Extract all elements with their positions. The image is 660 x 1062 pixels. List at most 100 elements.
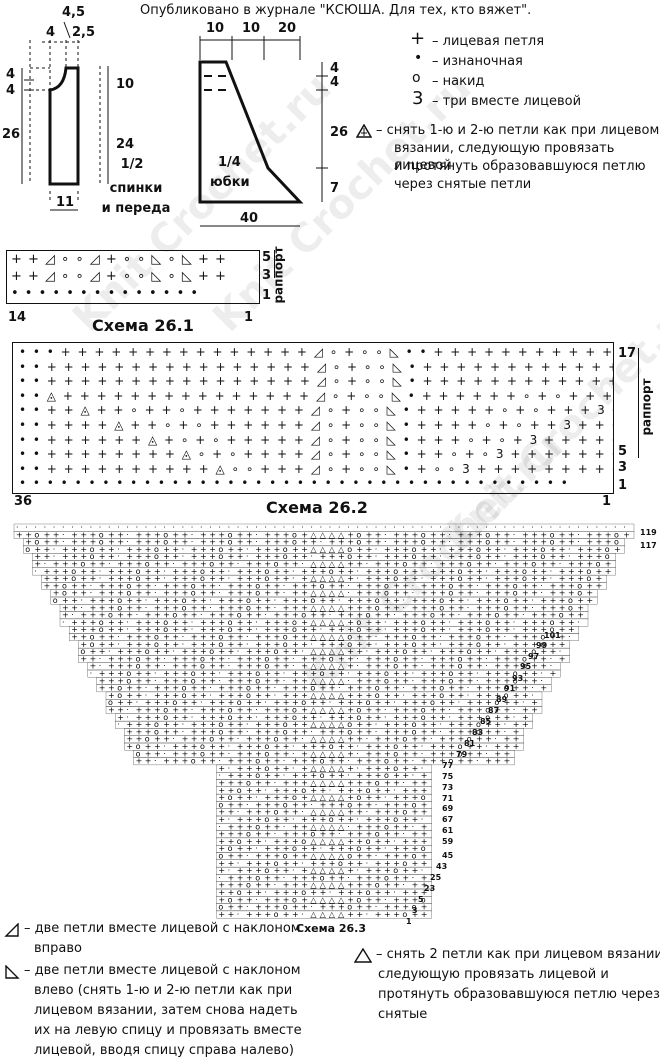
chart-cell: + bbox=[329, 625, 336, 634]
chart-cell: · bbox=[292, 764, 295, 773]
chart-cell: + bbox=[504, 757, 511, 766]
chart-cell: · bbox=[200, 523, 203, 532]
chart-cell: o bbox=[310, 830, 315, 839]
chart-cell: + bbox=[338, 873, 345, 882]
chart-cell: + bbox=[246, 647, 253, 656]
chart-cell: + bbox=[218, 611, 225, 620]
chart-cell: + bbox=[283, 837, 290, 846]
chart-cell: · bbox=[540, 669, 543, 678]
chart-cell: + bbox=[99, 589, 106, 598]
chart-cell: + bbox=[62, 552, 69, 561]
chart-cell: + bbox=[522, 545, 529, 554]
chart-cell: · bbox=[402, 603, 405, 612]
row-number: 75 bbox=[442, 772, 454, 781]
chart-cell: · bbox=[274, 881, 277, 890]
chart-cell: + bbox=[329, 903, 336, 912]
chart-cell: + bbox=[522, 713, 529, 722]
chart-cell: + bbox=[191, 691, 198, 700]
chart-cell: + bbox=[329, 713, 336, 722]
chart-cell: + bbox=[384, 800, 391, 809]
chart-cell: · bbox=[375, 640, 378, 649]
chart-cell: + bbox=[347, 764, 354, 773]
chart-cell: + bbox=[476, 538, 483, 547]
chart-cell: + bbox=[458, 603, 465, 612]
chart-cell: + bbox=[421, 873, 428, 882]
chart-cell: · bbox=[237, 910, 240, 919]
chart-cell: + bbox=[568, 530, 575, 539]
chart-cell: + bbox=[338, 698, 345, 707]
chart-cell: + bbox=[108, 530, 115, 539]
chart-cell: · bbox=[228, 749, 231, 758]
chart-cell: + bbox=[283, 603, 290, 612]
chart-cell: · bbox=[439, 727, 442, 736]
chart-cell: + bbox=[412, 881, 419, 890]
scheme-title: Схема 26.2 bbox=[266, 498, 368, 517]
chart-cell: + bbox=[292, 552, 299, 561]
chart-cell: + bbox=[255, 611, 262, 620]
chart-cell: + bbox=[136, 596, 143, 605]
chart-cell: + bbox=[99, 640, 106, 649]
chart-cell: + bbox=[366, 618, 373, 627]
chart-cell: · bbox=[448, 523, 451, 532]
chart-cell: △ bbox=[338, 560, 345, 569]
chart-cell: · bbox=[393, 888, 396, 897]
chart-cell: · bbox=[540, 589, 543, 598]
chart-cell: · bbox=[439, 720, 442, 729]
chart-cell: + bbox=[366, 822, 373, 831]
row-number: 85 bbox=[480, 717, 492, 726]
chart-cell: + bbox=[117, 713, 124, 722]
chart-cell: + bbox=[366, 669, 373, 678]
chart-cell: + bbox=[264, 530, 271, 539]
chart-cell: o bbox=[375, 684, 380, 693]
chart-cell: + bbox=[329, 757, 336, 766]
chart-cell: + bbox=[255, 633, 262, 642]
chart-cell: o bbox=[255, 757, 260, 766]
chart-cell: + bbox=[504, 654, 511, 663]
chart-cell: o bbox=[25, 545, 30, 554]
chart-cell: + bbox=[310, 815, 317, 824]
chart-cell: + bbox=[421, 800, 428, 809]
chart-cell: + bbox=[237, 669, 244, 678]
chart-cell: + bbox=[191, 654, 198, 663]
chart-cell: + bbox=[218, 618, 225, 627]
chart-cell: + bbox=[301, 830, 308, 839]
chart-cell: + bbox=[163, 552, 170, 561]
chart-cell: + bbox=[145, 618, 152, 627]
chart-cell: · bbox=[421, 567, 424, 576]
chart-cell: + bbox=[366, 852, 373, 861]
chart-cell: + bbox=[402, 837, 409, 846]
chart-cell: · bbox=[320, 523, 323, 532]
chart-cell: + bbox=[347, 830, 354, 839]
chart-cell: + bbox=[412, 895, 419, 904]
chart-cell: + bbox=[402, 589, 409, 598]
chart-cell: · bbox=[163, 523, 166, 532]
chart-cell: + bbox=[421, 720, 428, 729]
chart-cell: + bbox=[228, 669, 235, 678]
chart-cell: + bbox=[412, 793, 419, 802]
chart-cell: + bbox=[513, 640, 520, 649]
chart-cell: + bbox=[283, 574, 290, 583]
chart-cell: + bbox=[356, 560, 363, 569]
chart-cell: o bbox=[209, 560, 214, 569]
chart-cell: o bbox=[448, 581, 453, 590]
chart-cell: o bbox=[228, 625, 233, 634]
row-number: 97 bbox=[528, 652, 540, 661]
chart-cell: · bbox=[393, 786, 396, 795]
chart-cell: + bbox=[182, 713, 189, 722]
chart-cell: · bbox=[458, 698, 461, 707]
chart-cell: + bbox=[283, 830, 290, 839]
chart-cell: + bbox=[228, 603, 235, 612]
chart-cell: · bbox=[136, 698, 139, 707]
chart-cell: + bbox=[163, 691, 170, 700]
chart-cell: + bbox=[182, 676, 189, 685]
chart-cell: + bbox=[605, 560, 612, 569]
chart-cell: o bbox=[264, 749, 269, 758]
chart-cell: o bbox=[375, 830, 380, 839]
chart-cell: + bbox=[44, 574, 51, 583]
chart-cell: + bbox=[237, 815, 244, 824]
chart-cell: o bbox=[531, 560, 536, 569]
chart-cell: + bbox=[402, 895, 409, 904]
chart-cell: o bbox=[191, 581, 196, 590]
chart-cell: · bbox=[366, 523, 369, 532]
chart-cell: + bbox=[430, 720, 437, 729]
